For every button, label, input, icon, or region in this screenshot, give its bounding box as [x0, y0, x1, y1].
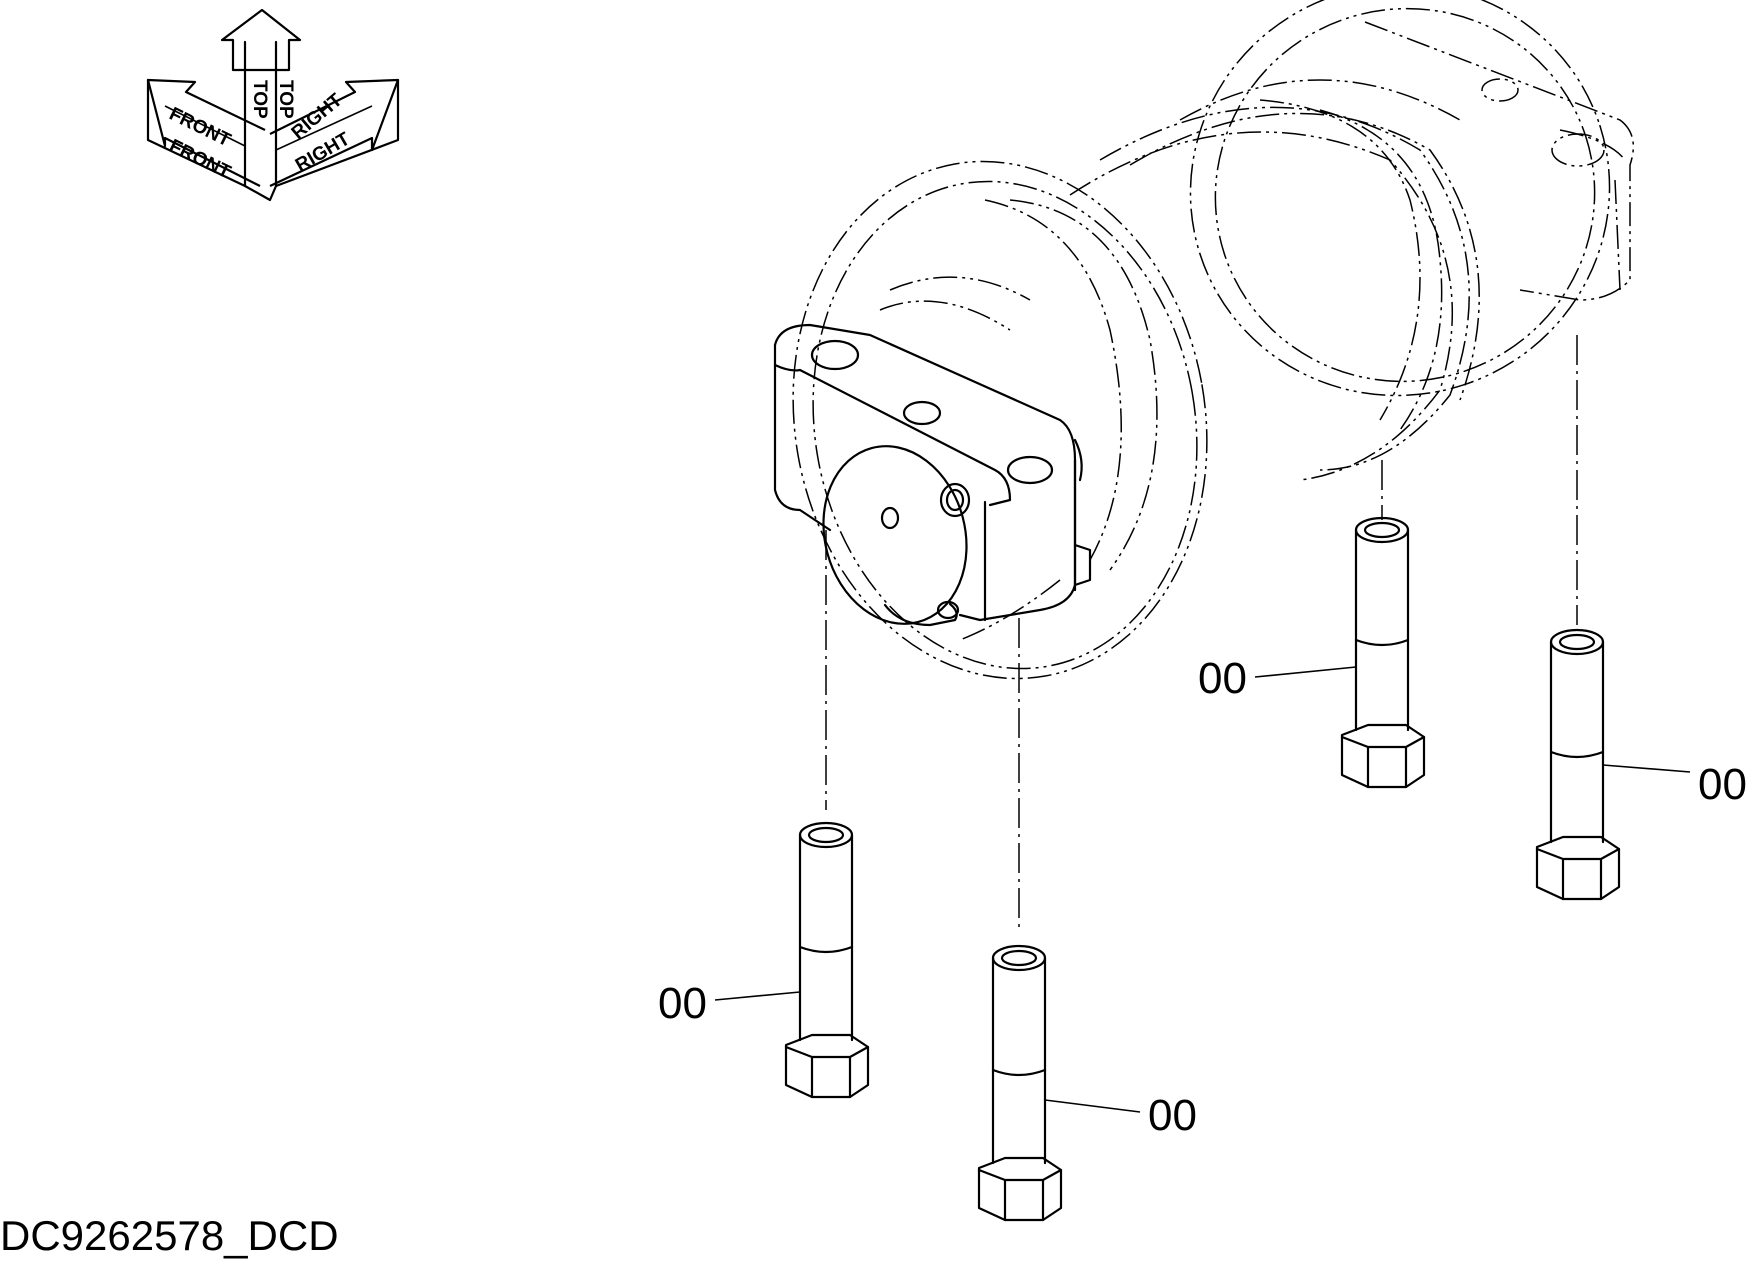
- drawing-code: DC9262578_DCD: [0, 1212, 339, 1259]
- bolt-1: [784, 821, 870, 1099]
- track-roller-phantom: [792, 0, 1635, 680]
- callout-bolt-3: 00: [1198, 654, 1247, 703]
- top-label: TOP: [275, 80, 296, 119]
- bolt-3: [1340, 516, 1426, 789]
- bolt-centerlines: [825, 335, 1578, 930]
- front-bracket: [773, 323, 1092, 627]
- top-label-mirrored: TOP: [249, 80, 270, 119]
- callout-bolt-1: 00: [658, 979, 707, 1028]
- bolt-4: [1535, 628, 1621, 901]
- callouts: 00 00 00 00: [658, 654, 1747, 1140]
- callout-bolt-4: 00: [1698, 760, 1747, 809]
- callout-bolt-2: 00: [1148, 1091, 1197, 1140]
- orientation-symbol: FRONT FRONT TOP TOP RIGHT RIGHT: [146, 8, 400, 202]
- bolt-2: [977, 944, 1063, 1222]
